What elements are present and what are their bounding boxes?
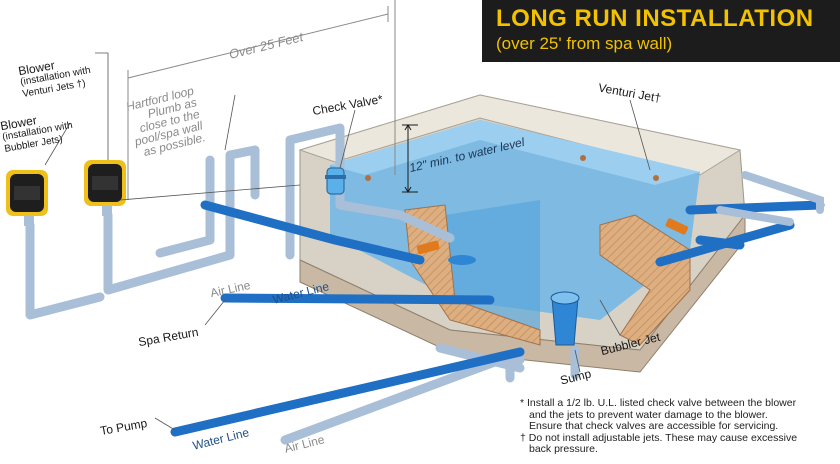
fittings xyxy=(416,218,689,255)
footnote-check-valve: * Install a 1/2 lb. U.L. listed check va… xyxy=(520,397,797,432)
water-lines xyxy=(170,200,825,437)
page-title: LONG RUN INSTALLATION xyxy=(496,5,814,32)
footnotes: * Install a 1/2 lb. U.L. listed check va… xyxy=(520,397,838,456)
water-line-frame xyxy=(716,171,824,226)
check-valve-icon xyxy=(325,167,346,195)
wall-cutaway xyxy=(404,204,691,346)
venturi-jet-icon xyxy=(365,155,659,181)
over-25-feet-dimension xyxy=(127,0,396,200)
water-level-dimension xyxy=(402,124,418,193)
title-banner xyxy=(482,0,840,62)
footnote-adjustable-jets: † Do not install adjustable jets. These … xyxy=(520,431,798,455)
page-subtitle: (over 25' from spa wall) xyxy=(496,34,673,53)
sump-icon xyxy=(448,255,580,346)
blower-icon xyxy=(6,160,126,226)
leader-lines xyxy=(44,52,651,431)
